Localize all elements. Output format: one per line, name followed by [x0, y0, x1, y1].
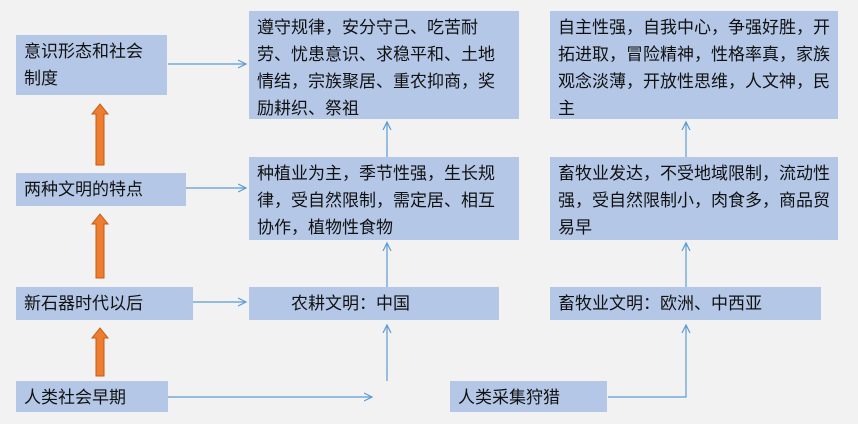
box-early-society: 人类社会早期 [16, 381, 168, 412]
box-ideology-society: 意识形态和社会制度 [16, 35, 167, 95]
box-farming-features: 种植业为主，季节性强，生长规律，受自然限制，需定居、相互协作，植物性食物 [249, 157, 519, 240]
box-herding-features: 畜牧业发达，不受地域限制，流动性强，受自然限制小，肉食多，商品贸易早 [550, 157, 838, 240]
box-farming-civilization: 农耕文明：中国 [249, 287, 499, 320]
box-gathering-hunting: 人类采集狩猎 [450, 381, 607, 412]
up-arrow-features-to-ideology [90, 103, 110, 166]
up-arrow-early-to-neolithic [90, 327, 110, 377]
box-farming-ideology: 遵守规律，安分守己、吃苦耐劳、忧患意识、求稳平和、土地情结，宗族聚居、重农抑商，… [249, 11, 519, 119]
box-herding-civilization: 畜牧业文明：欧洲、中西亚 [550, 287, 821, 320]
box-neolithic: 新石器时代以后 [16, 287, 193, 320]
arrow-gather-to-herd-civ [608, 325, 686, 398]
box-two-civilization-features: 两种文明的特点 [16, 173, 186, 206]
up-arrow-neolithic-to-features [90, 213, 110, 279]
box-herding-ideology: 自主性强，自我中心，争强好胜，开拓进取，冒险精神，性格率真，家族观念淡薄，开放性… [550, 11, 838, 119]
